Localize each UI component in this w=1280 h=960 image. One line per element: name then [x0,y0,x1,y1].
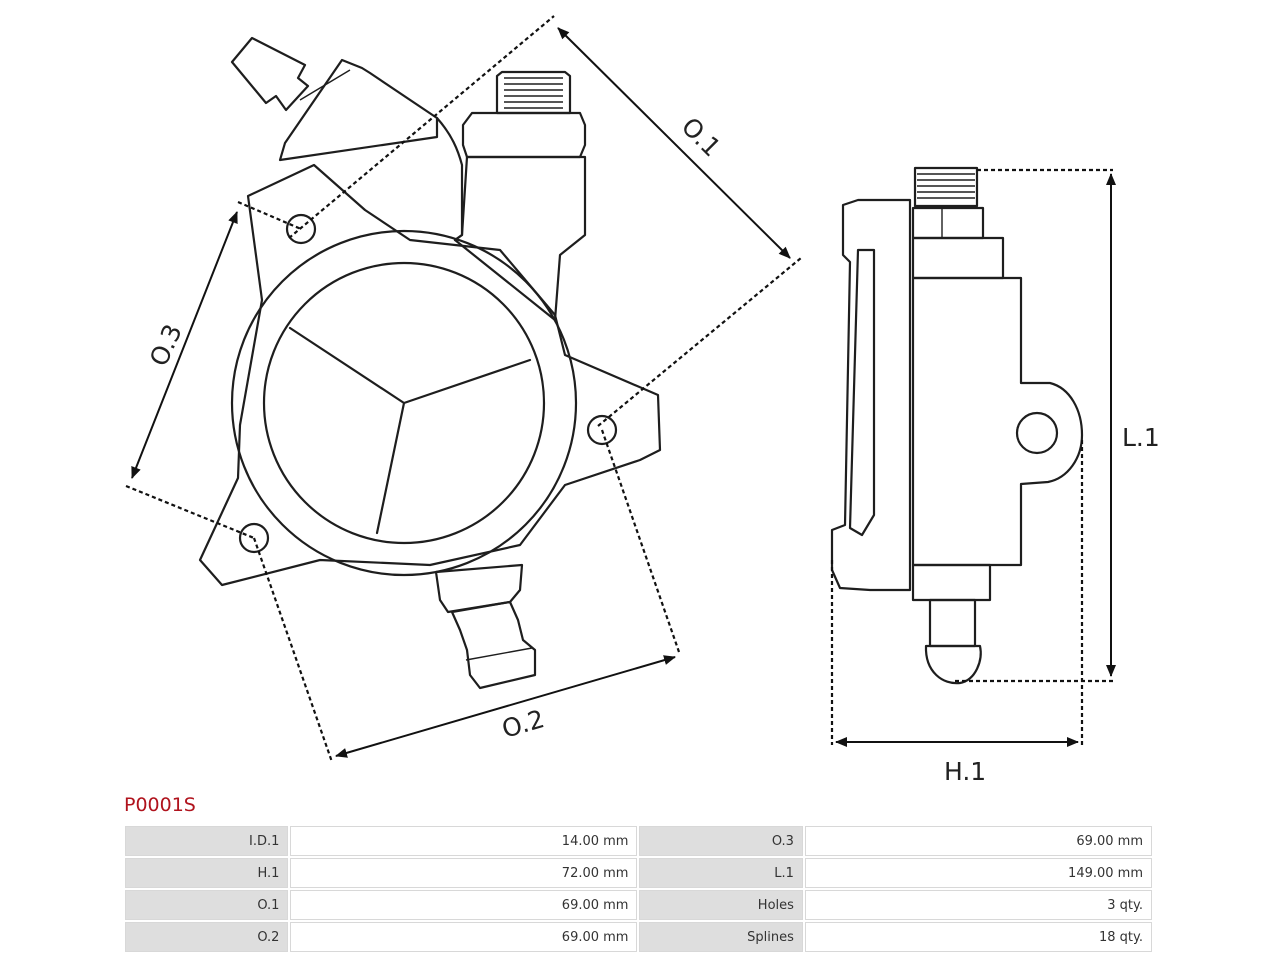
spec-label: Holes [639,890,803,920]
dimension-label-l1: L.1 [1122,423,1160,452]
side-view: L.1 H.1 [830,166,1160,786]
spec-value: 69.00 mm [290,890,638,920]
part-code: P0001S [124,794,196,816]
front-view: O.1 O.3 O.2 [125,15,802,763]
spec-value: 69.00 mm [804,826,1152,856]
spec-label: H.1 [125,858,289,888]
spec-value: 14.00 mm [290,826,638,856]
spec-value: 3 qty. [804,890,1152,920]
spec-label: Splines [639,922,803,952]
spec-label: I.D.1 [125,826,289,856]
spec-value: 72.00 mm [290,858,638,888]
spec-label: O.2 [125,922,289,952]
spec-label: L.1 [639,858,803,888]
dimension-label-h1: H.1 [944,757,986,786]
dimension-label-o3: O.3 [144,320,188,371]
spec-value: 69.00 mm [290,922,638,952]
spec-value: 149.00 mm [804,858,1152,888]
dimension-label-o1: O.1 [676,112,727,163]
dimension-label-o2: O.2 [499,704,548,744]
spec-label: O.3 [639,826,803,856]
table-row: H.1 72.00 mm L.1 149.00 mm [125,858,1152,888]
table-row: O.2 69.00 mm Splines 18 qty. [125,922,1152,952]
spec-label: O.1 [125,890,289,920]
table-row: I.D.1 14.00 mm O.3 69.00 mm [125,826,1152,856]
technical-drawing: O.1 O.3 O.2 [125,15,1160,786]
spec-table: I.D.1 14.00 mm O.3 69.00 mm H.1 72.00 mm… [123,824,1154,954]
spec-value: 18 qty. [804,922,1152,952]
table-row: O.1 69.00 mm Holes 3 qty. [125,890,1152,920]
